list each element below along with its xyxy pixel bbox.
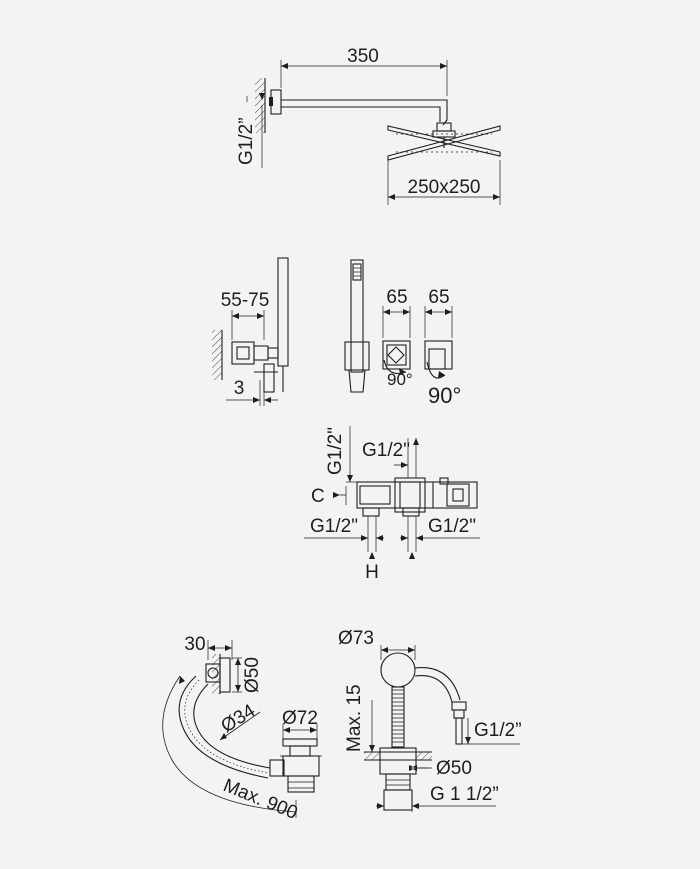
cold-marker: C — [311, 486, 325, 507]
rotation-large: 90° — [428, 383, 461, 408]
dim-inlet-thread: G1/2” — [236, 117, 257, 165]
dim-arm-length: 350 — [347, 46, 379, 67]
dim-top-connection: G1/2" — [325, 427, 346, 475]
mixer-body-section: G1/2" G1/2" C G1/2" H G1/2" — [304, 426, 480, 583]
dim-width-right: 65 — [428, 287, 449, 308]
dim-plug-dia: Ø72 — [282, 708, 318, 729]
dim-supply-thread: G1/2” — [474, 720, 522, 741]
hand-shower-section: 55-75 3 65 6 — [212, 257, 461, 408]
shower-head — [387, 125, 501, 161]
shower-head-section: 350 G1/2” 250x250 — [236, 46, 501, 205]
floor-hatch — [364, 752, 380, 760]
dim-overflow-depth: 30 — [184, 634, 205, 655]
dim-hose-dia: Ø34 — [218, 700, 260, 737]
dim-drain-thread: G 1 1/2” — [430, 784, 499, 805]
overflow-hose — [178, 675, 271, 779]
dim-wall-distance: 55-75 — [221, 290, 270, 311]
dim-top-outlet: G1/2" — [362, 440, 410, 461]
dim-bottom-left: G1/2" — [310, 516, 358, 537]
dim-bottom-right: G1/2" — [428, 516, 476, 537]
hot-marker: H — [365, 562, 379, 583]
bath-waste-section: 30 Ø50 Max. 900 Ø34 — [162, 628, 522, 824]
dim-overflow-dia: Ø50 — [242, 657, 263, 693]
dim-valve-height: Max. 15 — [344, 684, 365, 752]
wall-hatch — [255, 78, 265, 133]
dim-wall-offset: 3 — [234, 378, 245, 399]
rotation-small: 90° — [387, 370, 413, 389]
wall-hatch — [212, 654, 220, 694]
wall-hatch — [212, 330, 222, 380]
dim-head-size: 250x250 — [408, 177, 481, 198]
dim-width-left: 65 — [386, 287, 407, 308]
floor-hatch — [416, 752, 432, 760]
dim-drain-dia: Ø50 — [436, 758, 472, 779]
dim-valve-dia: Ø73 — [338, 628, 374, 649]
